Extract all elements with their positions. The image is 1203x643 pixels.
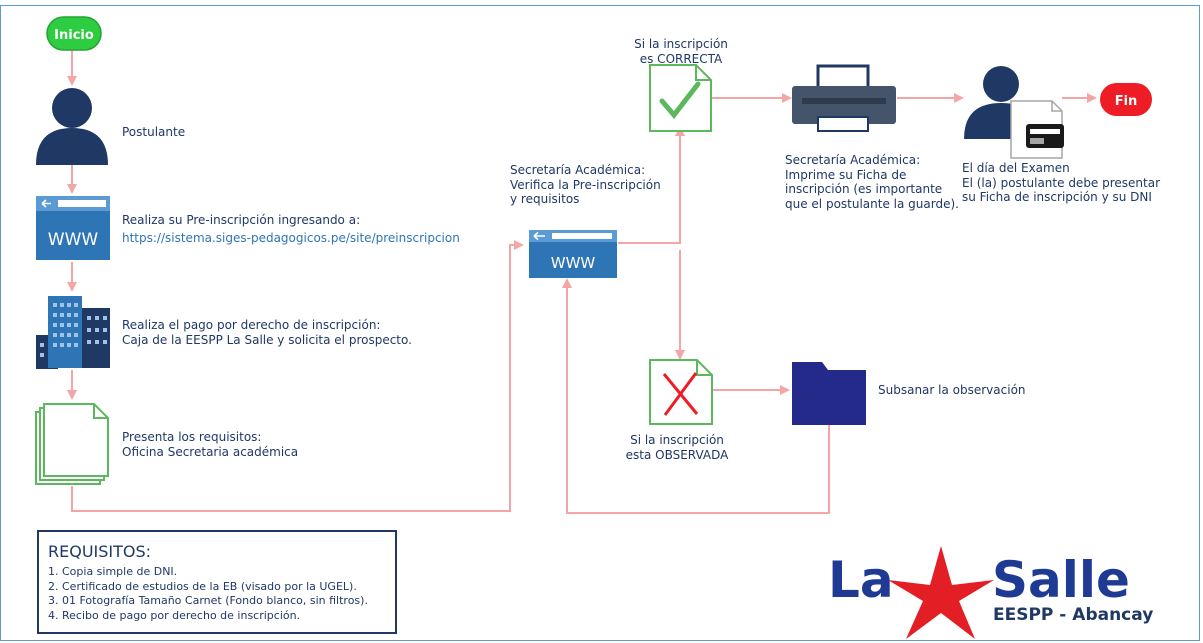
documents-stack-icon [35,403,109,485]
requisitos-label: Presenta los requisitos: Oficina Secreta… [122,430,299,459]
preinscripcion-url-link[interactable]: https://sistema.siges-pedagogicos.pe/sit… [122,231,460,245]
connector-subsanar-verifica [562,278,830,514]
postulante-label: Postulante [122,125,186,139]
requirement-item: 3. 01 Fotografía Tamaño Carnet (Fondo bl… [48,594,368,608]
diagram-frame [0,5,1200,641]
logo-subtitle: EESPP - Abancay [993,605,1154,625]
end-node-shape [1100,83,1152,116]
requirements-title: REQUISITOS: [48,542,152,561]
observada-label: Si la inscripción esta OBSERVADA [625,433,729,462]
examen-label: El día del Examen El (la) postulante deb… [962,161,1161,204]
logo-word-la: La [828,551,894,609]
end-node: Fin [1100,83,1152,116]
end-node-label: Fin [1115,94,1138,109]
building-icon [36,296,110,369]
connector-docs-verifica [71,240,524,512]
rejected-document-icon [649,359,713,425]
correcta-label: Si la inscripción es CORRECTA [634,37,728,66]
web-browser-icon: WWW [36,196,110,260]
preinscripcion-label: Realiza su Pre-inscripción ingresando a: [122,213,361,227]
start-node-shape [46,16,102,51]
connectors [67,50,1097,514]
requirements-box: REQUISITOS: 1. Copia simple de DNI. 2. C… [37,530,397,634]
logo-word-salle: Salle [992,551,1130,609]
person-with-document-icon [964,66,1064,159]
web-icon-verifica-text: WWW [551,254,596,272]
web-browser-icon-verifica: WWW [529,230,617,278]
requirement-item: 1. Copia simple de DNI. [48,565,178,578]
start-node: Inicio [46,16,102,51]
requirement-item: 2. Certificado de estudios de la EB (vis… [48,579,357,593]
printer-icon [792,64,896,132]
start-node-label: Inicio [54,28,94,43]
pago-label: Realiza el pago por derecho de inscripci… [122,318,412,347]
subsanar-label: Subsanar la observación [878,383,1026,397]
web-icon-text: WWW [48,230,99,250]
requirement-item: 4. Recibo de pago por derecho de inscrip… [48,608,301,622]
connector-verifica-correcta [618,126,685,244]
imprime-label: Secretaría Académica: Imprime su Ficha d… [785,153,959,211]
verifica-label: Secretaría Académica: Verifica la Pre-in… [510,163,661,206]
check-document-icon [649,64,712,132]
la-salle-star-logo [888,546,994,639]
folder-icon [792,362,866,425]
person-icon [36,88,108,165]
